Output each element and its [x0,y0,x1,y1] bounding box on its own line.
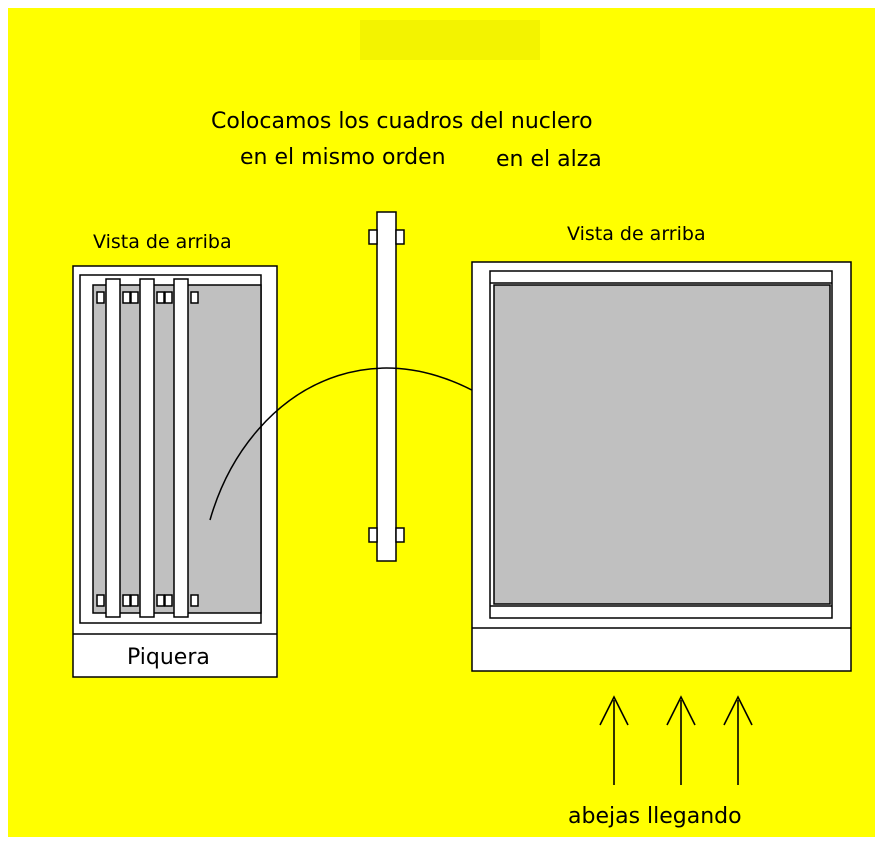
moving-frame [368,211,405,562]
lug [156,594,165,607]
title-line-2a: en el mismo orden [240,145,446,170]
left-frame-2 [139,278,155,618]
lug [130,291,139,304]
lug [96,291,105,304]
moving-frame-bar [376,211,397,562]
left-frame-1 [105,278,121,618]
left-view-label: Vista de arriba [93,231,232,253]
lug [96,594,105,607]
bee-arrows [599,695,753,785]
lug [164,594,173,607]
lug [368,229,378,245]
right-hive-comb-area [493,284,831,605]
arrow-up-head-icon [599,695,629,726]
lug [156,291,165,304]
right-view-label: Vista de arriba [567,223,706,245]
arrow-up-head-icon [666,695,696,726]
lug [395,229,405,245]
title-line-1: Colocamos los cuadros del nuclero [211,109,593,134]
lug [190,594,199,607]
left-frame-3 [173,278,189,618]
title-line-2b: en el alza [496,147,602,172]
lug [190,291,199,304]
left-hive [72,265,278,678]
title-shade [360,20,540,60]
lug [122,594,131,607]
lug [130,594,139,607]
lug [395,527,405,543]
bees-label: abejas llegando [568,804,742,829]
entrance-label: Piquera [127,645,210,670]
lug [164,291,173,304]
right-hive [471,261,852,672]
lug [122,291,131,304]
arrow-up-head-icon [723,695,753,726]
lug [368,527,378,543]
